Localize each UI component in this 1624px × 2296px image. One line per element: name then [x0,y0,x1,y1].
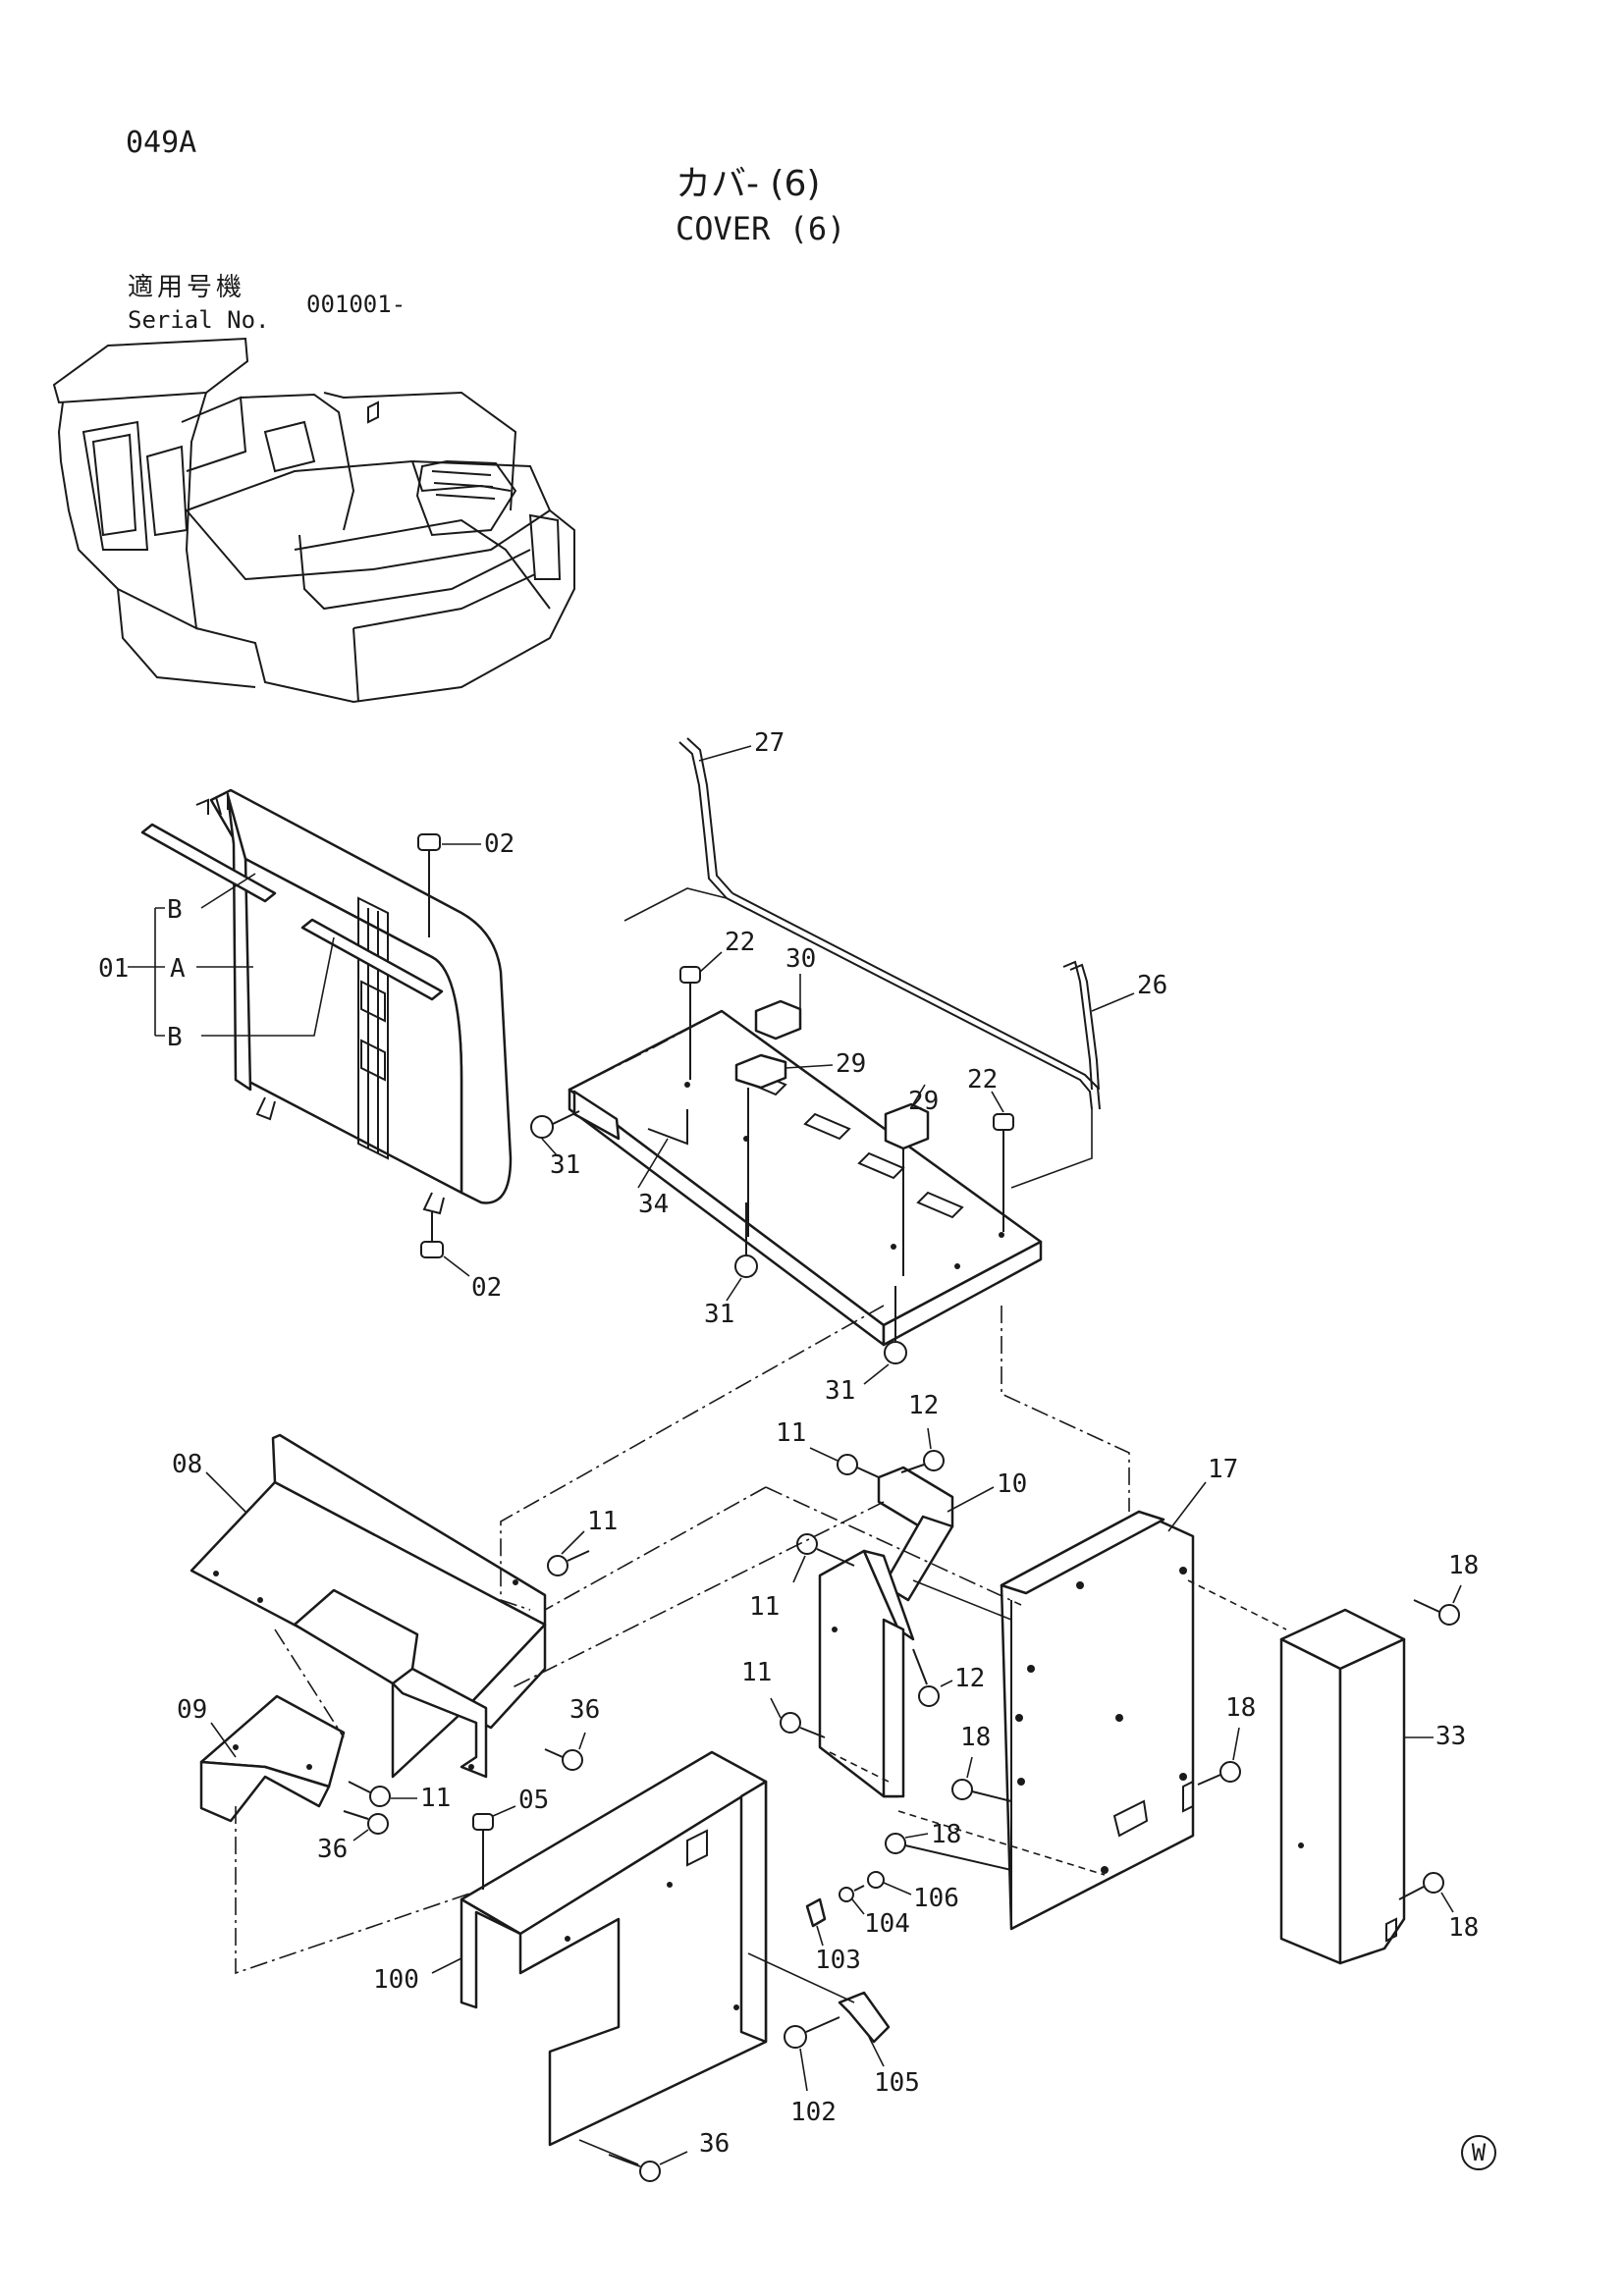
callout-11-mid: 11 [749,1592,780,1622]
serial-number-value: 001001- [306,291,406,318]
part-11-bolt-d [770,1697,826,1738]
callout-18-side: 18 [1225,1693,1256,1723]
part-11-bolt-a [809,1447,880,1478]
callout-106: 106 [913,1884,959,1913]
part-22-bolt-right [991,1091,1014,1232]
part-08-cover [189,1433,547,1779]
callout-02-top: 02 [484,829,514,859]
part-30-bracket [754,974,802,1041]
callout-22-right: 22 [967,1065,998,1095]
part-29-bracket-right [884,1084,930,1276]
part-11-bolt-c [792,1533,855,1583]
part-18-bolt-d [885,1833,1012,1871]
part-11-bolt-e [348,1781,417,1807]
part-36-bolt-c [608,2151,688,2182]
callout-31-center: 31 [704,1300,734,1329]
callout-12-top: 12 [908,1391,939,1420]
callout-01-b-upper: B [167,895,183,925]
part-105-clip [838,1991,891,2067]
callout-01-b-lower: B [167,1023,183,1052]
callout-33: 33 [1435,1722,1466,1751]
part-33-box-cover [1279,1608,1434,1965]
part-01-bracket [128,873,335,1037]
callout-100: 100 [373,1965,419,1995]
part-36-bolt-b [343,1810,389,1842]
callout-02-bottom: 02 [471,1273,502,1303]
part-12-bolt-bottom [912,1648,953,1707]
part-05-bolt [472,1805,516,1890]
part-18-bolt-e [1398,1872,1454,1913]
part-100-lower-cover [431,1750,768,2147]
callout-01-a: A [170,954,186,984]
part-11-side-panel [818,1549,915,1798]
callout-12-bottom: 12 [954,1664,985,1693]
callout-18-lower: 18 [931,1820,961,1849]
part-17-main-cover [1000,1481,1207,1931]
part-31-bolt-bottom [863,1286,907,1385]
part-26-rod [1062,960,1135,1091]
part-01-window-panel [140,788,513,1215]
part-102-bolt [784,2016,840,2092]
callout-103: 103 [815,1946,861,1975]
part-31-bolt-center [726,1202,758,1302]
part-18-bolt-c [951,1756,1012,1802]
callout-36-upper: 36 [569,1695,600,1725]
part-27-rod [678,737,1101,1110]
part-18-bolt-a [1413,1584,1462,1626]
part-10-bracket [877,1466,995,1602]
callout-30: 30 [785,944,816,974]
page-code: 049A [126,126,197,160]
excavator-overview-drawing [52,337,575,704]
part-12-bolt-top [900,1427,945,1473]
callout-29-left: 29 [836,1049,866,1079]
serial-label-english: Serial No. [128,306,270,334]
part-09-cover [199,1694,346,1823]
callout-18-bottom-right: 18 [1448,1913,1479,1943]
callout-11-lower: 11 [741,1658,772,1687]
part-02-bolt-top [417,833,481,937]
part-31-bolt-left [530,1110,580,1157]
title-english: COVER (6) [676,210,846,247]
part-26-connector-line [1010,1109,1093,1189]
part-29-bracket-left [734,1053,834,1237]
serial-label-japanese: 適用号機 [128,273,246,302]
assembly-lines [235,1305,1287,2165]
part-104-washer [839,1887,865,1915]
callout-26: 26 [1137,971,1167,1000]
callout-11-top: 11 [776,1418,806,1448]
callout-105: 105 [874,2068,920,2098]
callout-27: 27 [754,728,785,758]
part-34-bracket-plate [568,1009,1043,1347]
part-18-bolt-b [1197,1727,1241,1786]
callout-05: 05 [518,1786,549,1815]
part-11-bolt-b [547,1530,590,1576]
callout-01: 01 [98,954,129,984]
callout-08: 08 [172,1450,202,1479]
part-103-nut [805,1897,827,1947]
callout-102: 102 [790,2098,837,2127]
title-japanese: カバ- (6) [676,164,821,204]
callout-18-left: 18 [960,1723,991,1752]
part-27-connector-line [623,887,728,922]
callout-18-top-right: 18 [1448,1551,1479,1580]
part-36-bolt-a [544,1732,586,1771]
callout-31-bottom: 31 [825,1376,855,1406]
callout-11-bottom: 11 [420,1784,451,1813]
callout-36-bottom: 36 [699,2129,730,2159]
callout-10: 10 [997,1469,1027,1499]
callout-17: 17 [1208,1455,1238,1484]
callout-29-right: 29 [908,1087,939,1116]
callout-11-left: 11 [587,1507,618,1536]
part-22-bolt-left [679,951,723,1080]
callout-09: 09 [177,1695,207,1725]
corner-mark: W [1461,2135,1496,2170]
callout-36-mid: 36 [317,1835,348,1864]
part-02-bolt-bottom [420,1212,470,1277]
callout-34: 34 [638,1190,669,1219]
callout-22-left: 22 [725,928,755,957]
callout-104: 104 [864,1909,910,1939]
callout-31-left: 31 [550,1150,580,1180]
part-106-screw [853,1871,912,1896]
